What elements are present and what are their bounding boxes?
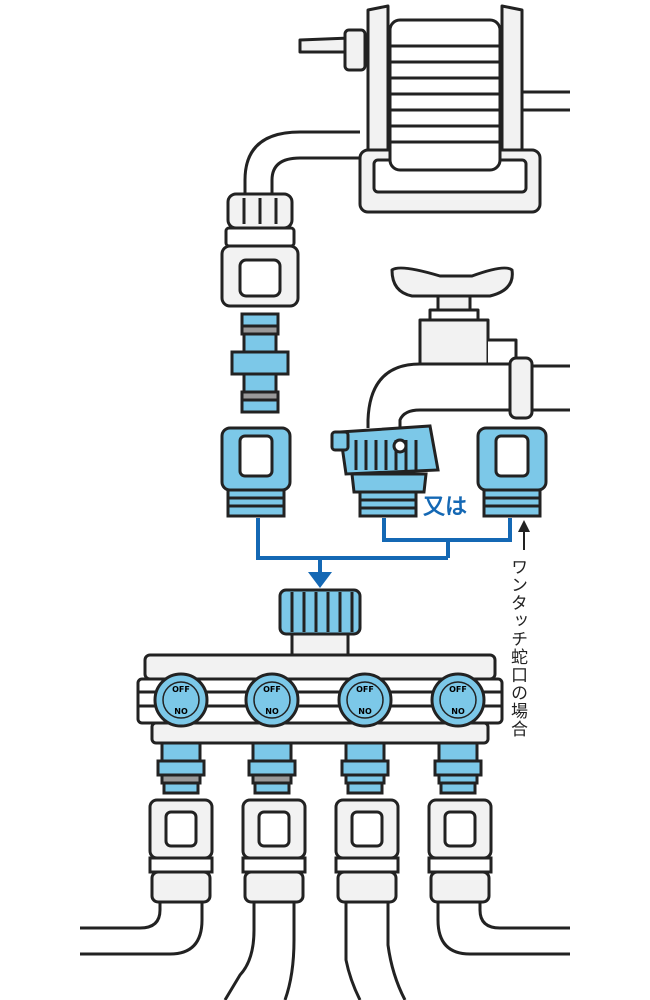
valve-2-on-label: NO bbox=[265, 707, 279, 716]
onetouch-faucet-connector bbox=[476, 426, 548, 518]
bottom-hoses bbox=[80, 902, 570, 1000]
valve-1-on-label: NO bbox=[174, 707, 188, 716]
valve-3[interactable]: OFF NO bbox=[337, 672, 393, 728]
distributor-inlet bbox=[278, 588, 362, 658]
valve-1[interactable]: OFF NO bbox=[153, 672, 209, 728]
distributor-body bbox=[136, 653, 504, 745]
faucet-connector-threaded bbox=[220, 426, 292, 518]
connection-arrows bbox=[256, 518, 512, 574]
water-faucet bbox=[366, 266, 570, 428]
valve-2-off-label: OFF bbox=[263, 685, 281, 694]
up-arrow-icon bbox=[518, 520, 530, 532]
hose-quick-connector bbox=[220, 192, 300, 308]
valve-4-on-label: NO bbox=[451, 707, 465, 716]
valve-3-off-label: OFF bbox=[356, 685, 374, 694]
or-label: 又は bbox=[423, 495, 467, 520]
hose-reel bbox=[298, 4, 570, 214]
valve-4-off-label: OFF bbox=[449, 685, 467, 694]
onetouch-note-label: ワンタッチ蛇口の場合 bbox=[507, 558, 528, 738]
outlet-nipples bbox=[156, 741, 483, 795]
arrow-head-down bbox=[308, 572, 332, 588]
valve-3-on-label: NO bbox=[358, 707, 372, 716]
reel-hose bbox=[243, 130, 360, 195]
valve-2[interactable]: OFF NO bbox=[244, 672, 300, 728]
bottom-connectors bbox=[148, 798, 493, 904]
valve-4[interactable]: OFF NO bbox=[430, 672, 486, 728]
double-male-connector bbox=[230, 312, 290, 414]
onetouch-note: ワンタッチ蛇口の場合 bbox=[507, 520, 530, 738]
valve-1-off-label: OFF bbox=[172, 685, 190, 694]
faucet-adapter-screw bbox=[330, 424, 440, 518]
